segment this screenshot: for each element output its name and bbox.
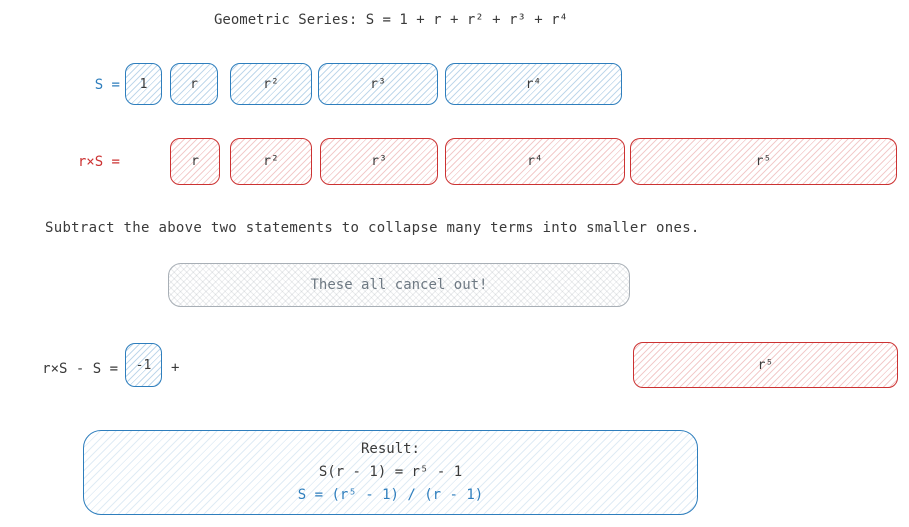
s-row-label: S =	[94, 77, 120, 93]
cancel-out-box: These all cancel out!	[168, 263, 630, 307]
s-term-box-1: 1	[125, 63, 162, 105]
diff-r5-box: r⁵	[633, 342, 898, 388]
plus-sign: +	[171, 360, 180, 376]
s-term-box-r4: r⁴	[445, 63, 622, 105]
s-term-box-r3: r³	[318, 63, 438, 105]
diff-neg-one-box: -1	[125, 343, 162, 387]
diff-row-label: r×S - S =	[42, 361, 118, 377]
result-box: Result: S(r - 1) = r⁵ - 1 S = (r⁵ - 1) /…	[83, 430, 698, 515]
s-term-box-r: r	[170, 63, 218, 105]
result-equation: S(r - 1) = r⁵ - 1	[318, 464, 463, 480]
rs-term-box-r: r	[170, 138, 220, 185]
rs-row-label: r×S =	[77, 154, 120, 170]
s-term-box-r2: r²	[230, 63, 312, 105]
subtract-instruction: Subtract the above two statements to col…	[45, 220, 700, 236]
rs-term-box-r5: r⁵	[630, 138, 897, 185]
rs-term-box-r4: r⁴	[445, 138, 625, 185]
rs-term-box-r2: r²	[230, 138, 312, 185]
diagram-title: Geometric Series: S = 1 + r + r² + r³ + …	[213, 12, 568, 28]
rs-term-box-r3: r³	[320, 138, 438, 185]
result-heading: Result:	[360, 441, 420, 457]
result-solution: S = (r⁵ - 1) / (r - 1)	[297, 487, 484, 503]
